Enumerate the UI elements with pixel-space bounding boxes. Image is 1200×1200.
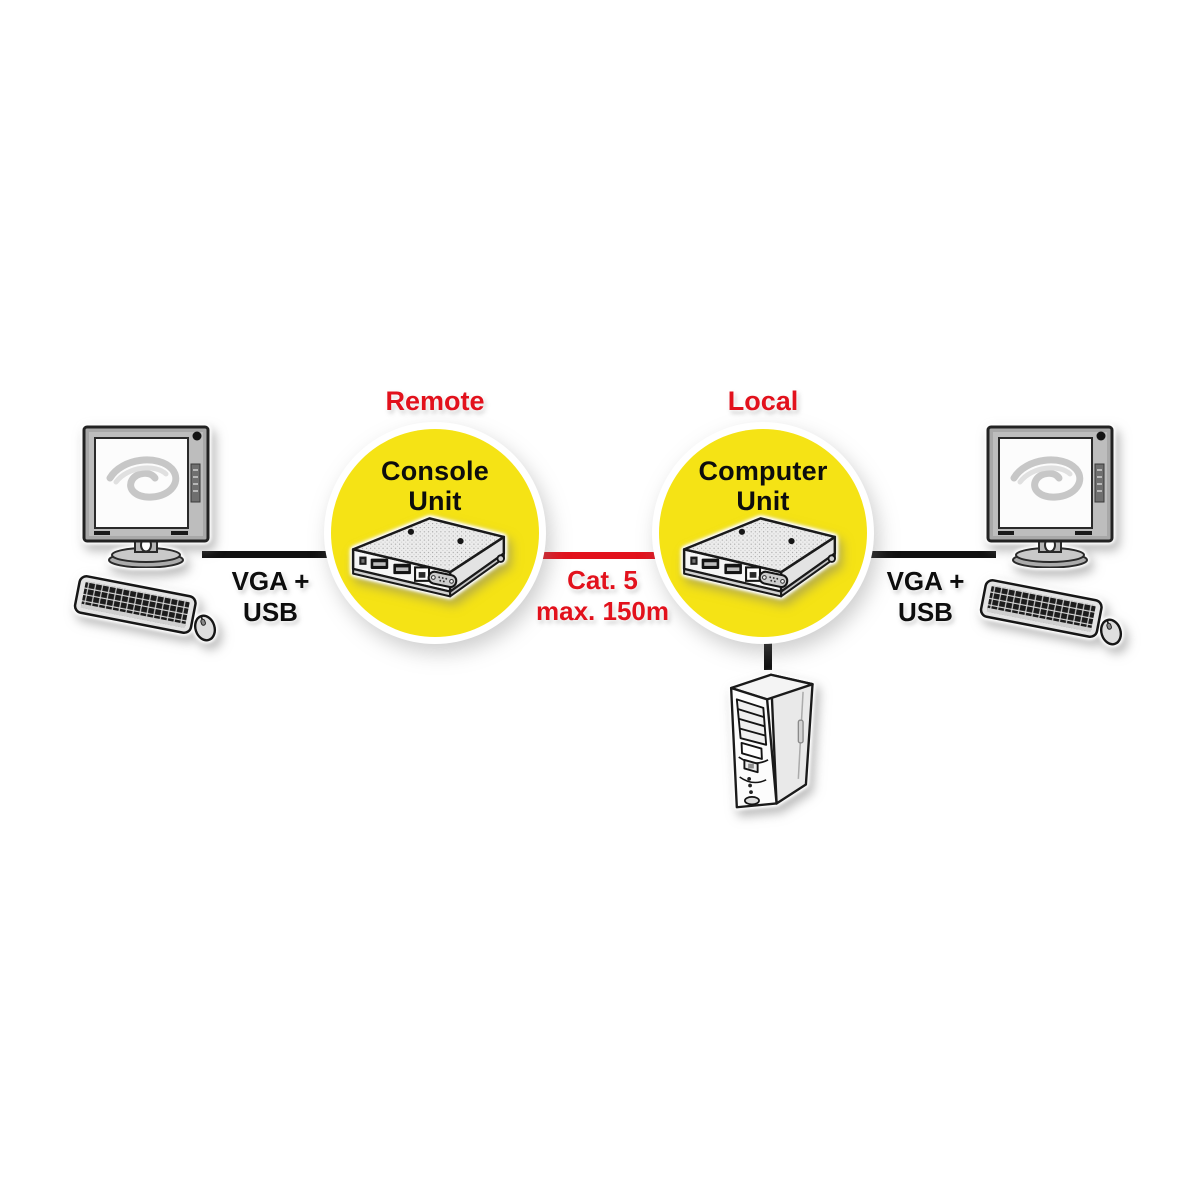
cat5-label-line2: max. 150m	[536, 595, 669, 626]
vga-usb-label-left: VGA + USB	[213, 566, 328, 627]
vga-usb-cable-left	[202, 551, 382, 558]
kvm-extender-icon	[682, 517, 837, 598]
vga-usb-label-right: VGA + USB	[868, 566, 983, 627]
computer-unit-title: Computer Unit	[659, 456, 867, 516]
monitor-icon	[82, 425, 210, 568]
keyboard-mouse-icon	[979, 579, 1123, 646]
pc-tower-icon	[729, 673, 814, 809]
console-title-line1: Console	[381, 456, 489, 486]
kvm-extender-icon	[351, 517, 506, 598]
vga-usb-left-line1: VGA +	[231, 566, 310, 596]
cat5-trunk-cable	[516, 552, 690, 559]
vga-usb-right-line1: VGA +	[886, 566, 965, 596]
cat5-label-line1: Cat. 5	[567, 565, 638, 595]
console-unit-title: Console Unit	[331, 456, 539, 516]
vga-usb-left-line2: USB	[243, 596, 298, 627]
console-title-line2: Unit	[408, 486, 462, 517]
computer-title-line2: Unit	[736, 486, 790, 517]
computer-title-line1: Computer	[698, 456, 828, 486]
local-tag: Local	[727, 386, 799, 416]
pc-cable	[764, 606, 772, 670]
vga-usb-cable-right	[854, 551, 996, 558]
cat5-cable-label: Cat. 5 max. 150m	[505, 565, 700, 626]
monitor-icon	[986, 425, 1114, 568]
keyboard-mouse-icon	[73, 575, 217, 642]
remote-tag: Remote	[385, 386, 485, 416]
vga-usb-right-line2: USB	[898, 596, 953, 627]
